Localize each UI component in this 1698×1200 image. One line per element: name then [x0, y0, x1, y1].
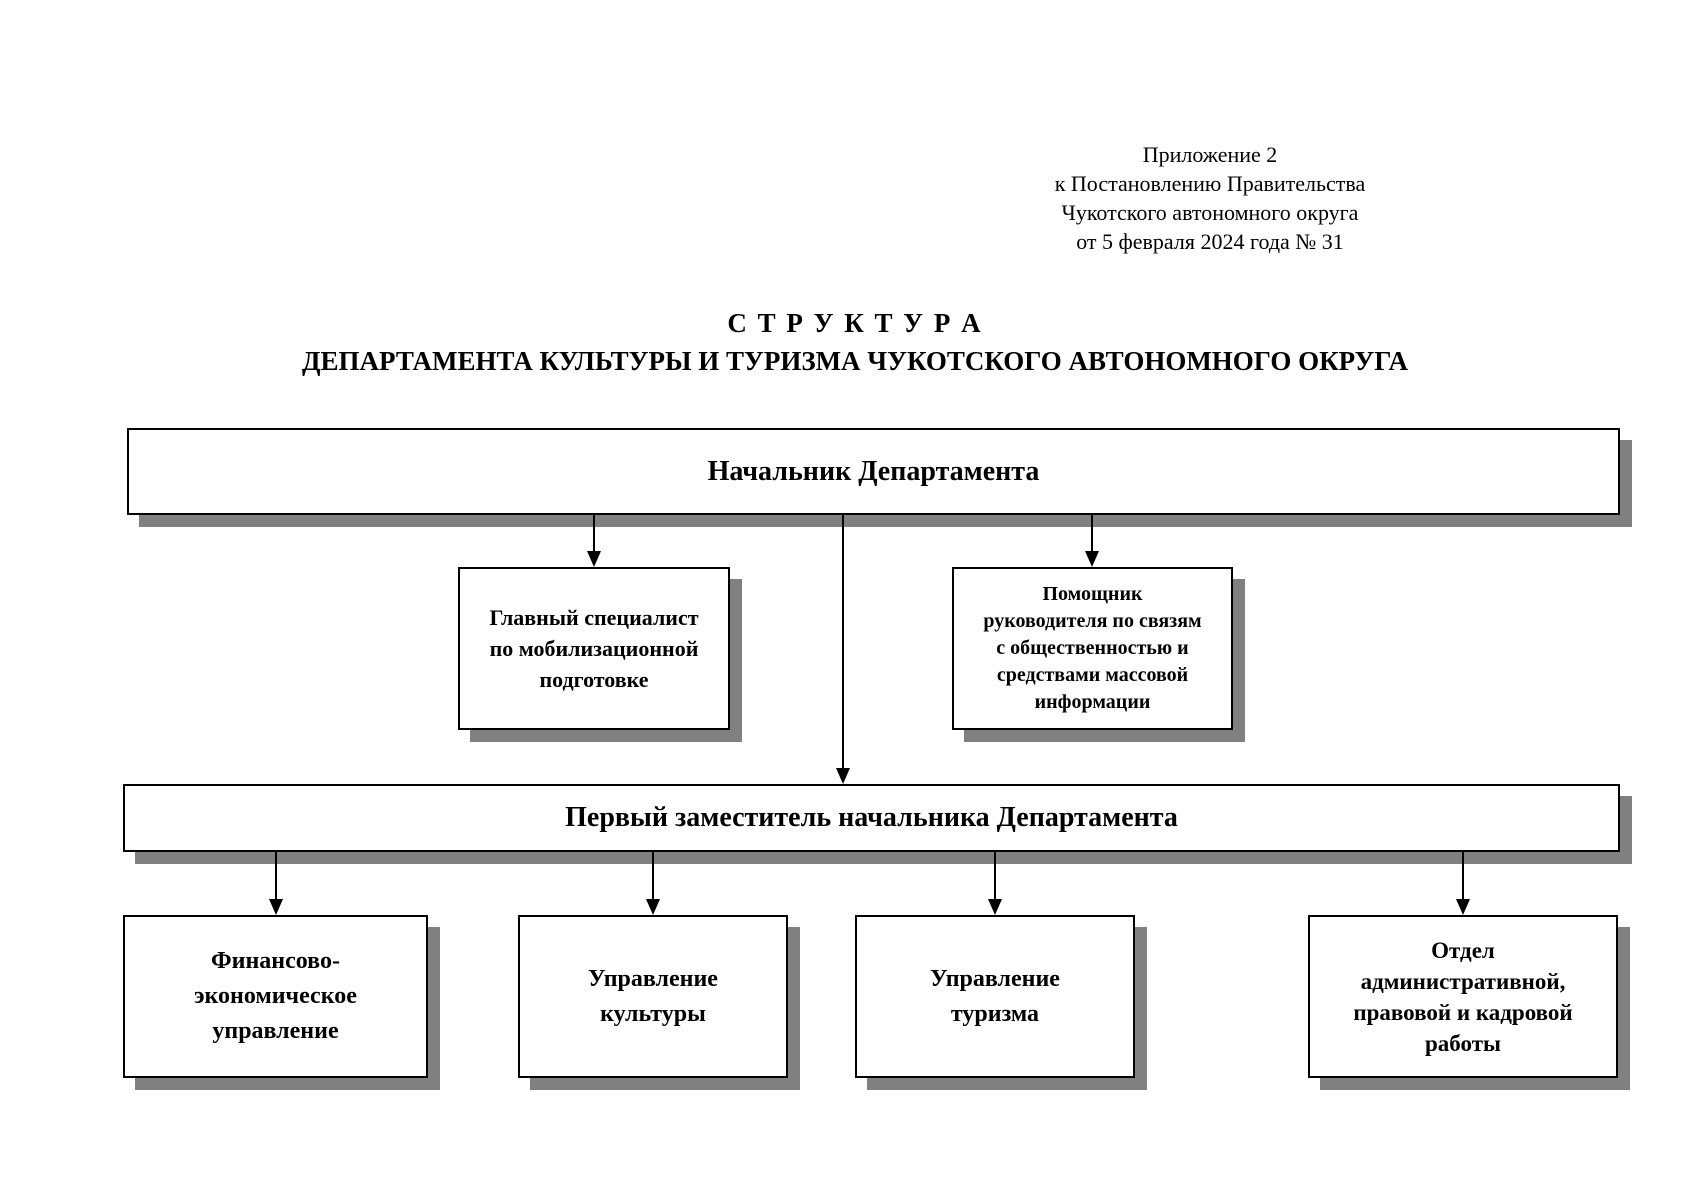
org-box-admin-legal-hr-unit: Отдел административной, правовой и кадро…: [1308, 915, 1618, 1078]
org-box-first-deputy-label: Первый заместитель начальника Департамен…: [565, 802, 1178, 833]
org-box-tourism-label: Управление туризма: [930, 965, 1060, 1027]
connector-line-head-to-mobilization: [593, 515, 595, 551]
connector-line-head-to-deputy: [842, 515, 844, 768]
connector-line-head-to-pr-assistant: [1091, 515, 1093, 551]
org-box-pr-media-assistant-label: Помощник руководителя по связям с общест…: [983, 583, 1202, 713]
arrow-down-icon: [269, 899, 283, 915]
org-box-culture-unit: Управление культуры: [518, 915, 788, 1078]
annotation-line-3: Чукотского автономного округа: [1061, 200, 1359, 225]
org-box-mobilization-specialist: Главный специалист по мобилизационной по…: [458, 567, 730, 730]
arrow-down-icon: [646, 899, 660, 915]
org-box-tourism-unit: Управление туризма: [855, 915, 1135, 1078]
decree-annotation: Приложение 2 к Постановлению Правительст…: [1000, 140, 1420, 256]
org-box-pr-media-assistant: Помощник руководителя по связям с общест…: [952, 567, 1233, 730]
page-title: С Т Р У К Т У Р А: [727, 308, 983, 338]
org-box-first-deputy: Первый заместитель начальника Департамен…: [123, 784, 1620, 852]
org-box-culture-label: Управление культуры: [588, 965, 718, 1027]
connector-line-deputy-to-tourism: [994, 852, 996, 899]
org-box-department-head: Начальник Департамента: [127, 428, 1620, 515]
connector-line-deputy-to-finance: [275, 852, 277, 899]
annotation-line-2: к Постановлению Правительства: [1054, 171, 1366, 196]
org-box-finance-economic-unit: Финансово- экономическое управление: [123, 915, 428, 1078]
arrow-down-icon: [587, 551, 601, 567]
org-box-mobilization-specialist-label: Главный специалист по мобилизационной по…: [489, 605, 699, 692]
annotation-line-1: Приложение 2: [1142, 142, 1278, 167]
connector-line-deputy-to-admin: [1462, 852, 1464, 899]
connector-line-deputy-to-culture: [652, 852, 654, 899]
arrow-down-icon: [1085, 551, 1099, 567]
arrow-down-icon: [1456, 899, 1470, 915]
org-box-department-head-label: Начальник Департамента: [707, 455, 1040, 487]
arrow-down-icon: [836, 768, 850, 784]
page-subtitle: ДЕПАРТАМЕНТА КУЛЬТУРЫ И ТУРИЗМА ЧУКОТСКО…: [301, 346, 1409, 376]
arrow-down-icon: [988, 899, 1002, 915]
annotation-line-4: от 5 февраля 2024 года № 31: [1076, 229, 1344, 254]
org-box-admin-legal-hr-label: Отдел административной, правовой и кадро…: [1353, 937, 1573, 1056]
org-box-finance-economic-label: Финансово- экономическое управление: [194, 948, 357, 1044]
